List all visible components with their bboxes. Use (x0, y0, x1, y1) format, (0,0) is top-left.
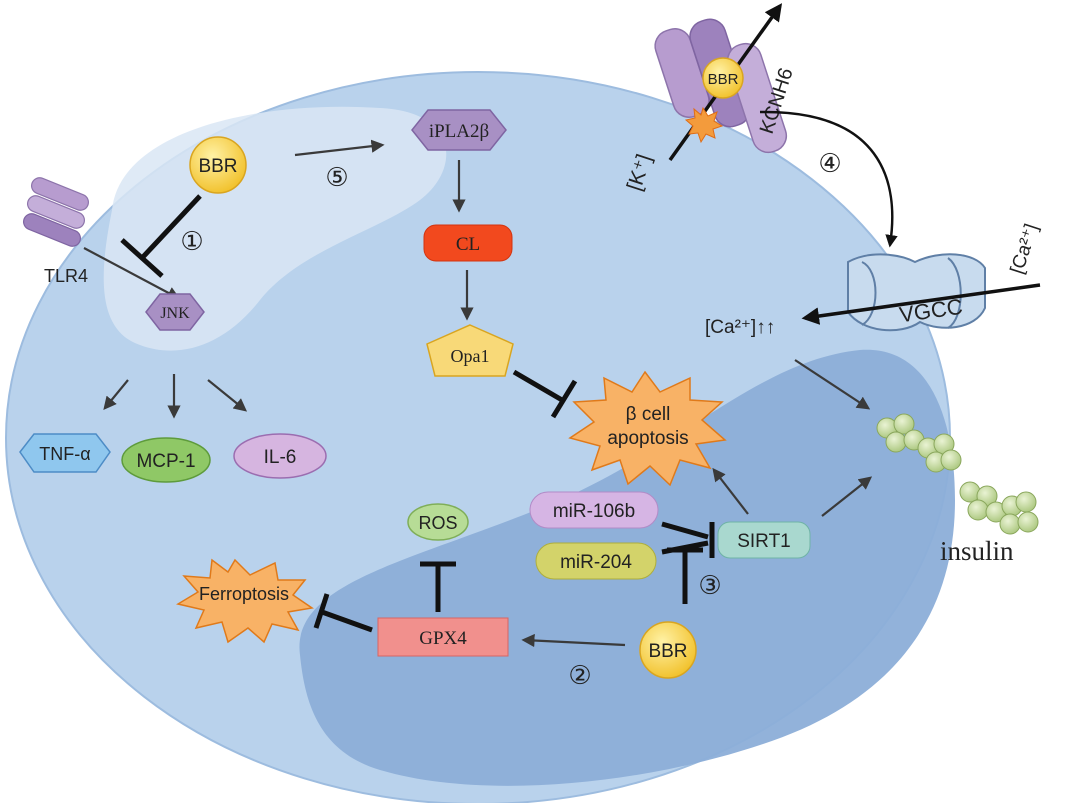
tlr4-label: TLR4 (44, 266, 88, 286)
jnk-to-il6-arrow (207, 379, 248, 412)
sirt1-to-apoptosis-arrow (712, 467, 749, 515)
jnk-label: JNK (160, 305, 190, 322)
tnfa-label: TNF-α (39, 444, 90, 464)
bbr-bottom-label: BBR (648, 641, 687, 662)
bbr-channel-label: BBR (708, 71, 739, 88)
mir106b-pill (529, 491, 659, 529)
step-2-marker: ② (568, 660, 591, 690)
mcp1-ellipse (121, 437, 211, 483)
mir204-label: miR-204 (560, 552, 632, 573)
gpx4-inhibits-ferroptosis-line (321, 609, 373, 633)
ca-outside-label: [Ca²⁺] (1007, 221, 1043, 276)
ipla2b-hexagon (411, 109, 507, 151)
tlr4-receptor (23, 177, 89, 247)
insulin-granules-inside (876, 413, 962, 473)
beta-cell-apoptosis-burst (568, 370, 727, 487)
mir-inhibits-sirt1-line1 (661, 521, 709, 540)
mir204-pill (535, 542, 657, 580)
bbr-inhibits-tlr4-bar (120, 238, 164, 278)
jnk-hexagon (145, 293, 205, 331)
bbr-top-circle (189, 136, 247, 194)
beta-cell-label-line1: β cell (626, 404, 671, 425)
step-4-marker: ④ (818, 148, 841, 178)
step-5-marker: ⑤ (325, 162, 348, 192)
ferroptosis-label: Ferroptosis (199, 584, 289, 604)
bbr-top-label: BBR (198, 156, 237, 177)
cl-pill (423, 224, 513, 262)
ca-inside-label: [Ca²⁺]↑↑ (705, 317, 775, 338)
beta-cell-label-line2: apoptosis (607, 428, 688, 449)
opa1-label: Opa1 (451, 346, 490, 366)
gpx4-inhibits-ferroptosis-bar (313, 593, 330, 629)
gpx4-label: GPX4 (419, 628, 467, 649)
opa1-pentagon (426, 324, 514, 377)
insulin-label: insulin (940, 536, 1014, 566)
bbr-bottom-circle (639, 621, 697, 679)
bbr-channel-circle (702, 57, 744, 99)
mcp1-label: MCP-1 (136, 451, 195, 472)
tnfa-hexagon (19, 433, 111, 473)
gpx4-box (377, 617, 509, 657)
il6-label: IL-6 (264, 447, 297, 468)
tlr4-to-jnk-arrow (83, 247, 181, 300)
sirt1-label: SIRT1 (737, 531, 791, 552)
ca-to-insulin-arrow (794, 359, 871, 410)
opa1-inhibits-apoptosis-bar (550, 379, 578, 419)
insulin-granules-outside (959, 481, 1039, 535)
ferroptosis-burst (176, 558, 314, 644)
il6-ellipse (233, 433, 327, 479)
bbr-inhibits-tlr4-line (140, 194, 202, 260)
kcnh6-to-vgcc-arrow (759, 110, 898, 248)
ipla2b-label: iPLA2β (429, 121, 489, 142)
sirt1-to-insulin-arrow (821, 476, 873, 517)
channel-activation-burst (684, 106, 724, 144)
opa1-inhibits-apoptosis-line (512, 369, 564, 403)
bbr-to-ipla2b-arrow (294, 139, 385, 157)
ca-influx-arrow (801, 283, 1041, 325)
step-1-marker: ① (180, 226, 203, 256)
cl-label: CL (456, 234, 480, 255)
ros-label: ROS (418, 513, 457, 533)
mir106b-label: miR-106b (553, 501, 635, 522)
bbr-to-gpx4-arrow (521, 633, 626, 648)
ros-ellipse (407, 503, 469, 541)
vgcc-channel (847, 253, 986, 332)
light-zone (103, 106, 447, 351)
sirt1-box (717, 521, 811, 559)
jnk-to-tnfa-arrow (103, 379, 129, 411)
step-3-marker: ③ (698, 570, 721, 600)
